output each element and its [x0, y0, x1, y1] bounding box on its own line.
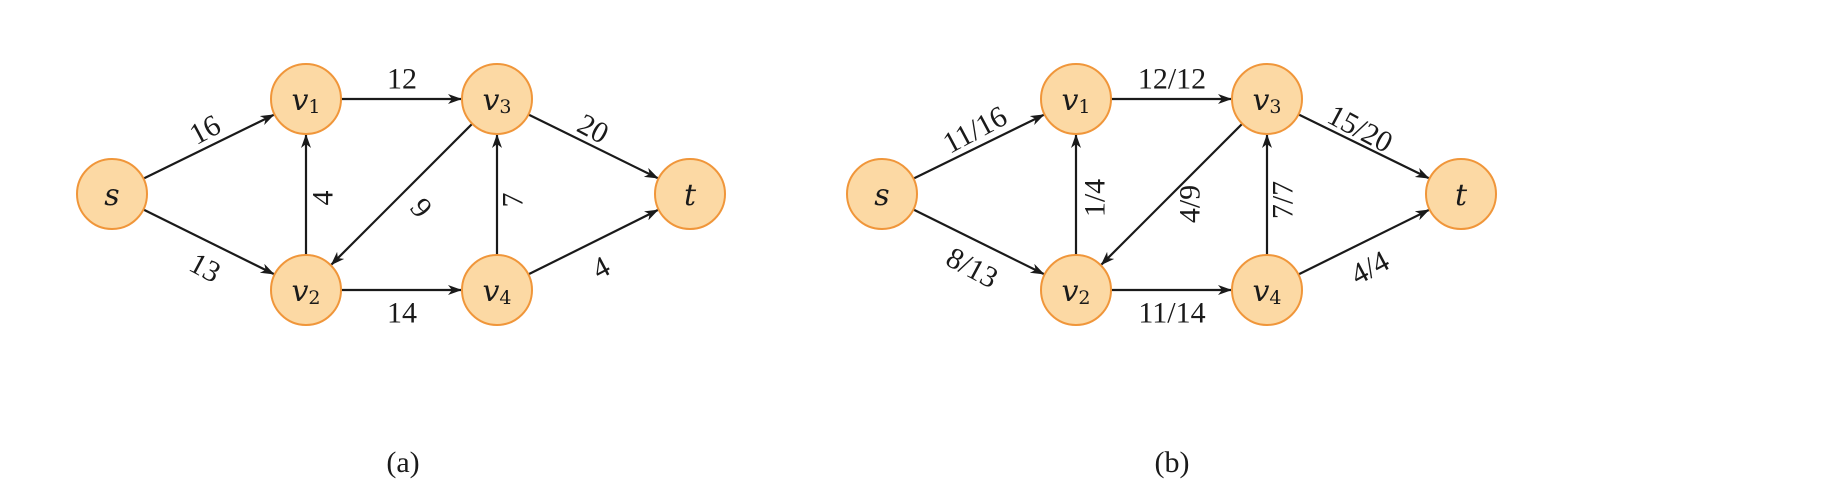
node-v2: v2 — [270, 254, 342, 326]
edge-label-v4-v3: 7/7 — [1267, 181, 1300, 219]
node-label-main: t — [684, 178, 697, 213]
node-v4: v4 — [1231, 254, 1303, 326]
node-label-main: v — [291, 83, 308, 118]
node-circle — [846, 158, 918, 230]
node-s: s — [846, 158, 918, 230]
edge-v4-t — [1297, 208, 1430, 276]
node-label: t — [1455, 178, 1468, 213]
node-label-main: v — [1252, 83, 1269, 118]
edge-label-v3-t: 15/20 — [1322, 98, 1398, 159]
subfigure-caption: (b) — [1155, 446, 1190, 479]
node-label: v2 — [1061, 274, 1090, 310]
node-label-subscript: 4 — [1269, 287, 1281, 309]
node-v1: v1 — [1040, 63, 1112, 135]
edge-s-v1 — [912, 113, 1045, 180]
edge-v4-t — [527, 209, 659, 276]
edge-v3-v2 — [1100, 122, 1244, 266]
edge-v3-v2 — [330, 122, 474, 266]
edge-s-v1 — [142, 113, 275, 180]
node-label-main: t — [1455, 178, 1468, 213]
subfigure-caption: (a) — [386, 446, 419, 479]
node-label-main: v — [1252, 274, 1269, 309]
node-label-main: v — [291, 274, 308, 309]
node-label-main: v — [482, 83, 499, 118]
edge-v3-t — [527, 113, 659, 180]
node-label-subscript: 1 — [1078, 96, 1090, 118]
node-v3: v3 — [461, 63, 533, 135]
node-circle — [270, 254, 342, 326]
node-label: s — [874, 178, 889, 213]
node-label: t — [684, 178, 697, 213]
node-label-main: v — [482, 274, 499, 309]
node-circle — [1231, 63, 1303, 135]
edge-label-v3-v2: 4/9 — [1174, 185, 1207, 223]
node-v4: v4 — [461, 254, 533, 326]
node-circle — [1040, 63, 1112, 135]
edge-label-v1-v3: 12 — [387, 63, 417, 96]
node-circle — [76, 158, 148, 230]
node-t: t — [1425, 158, 1497, 230]
node-label: s — [104, 178, 119, 213]
node-label-subscript: 4 — [499, 287, 511, 309]
edge-v3-t — [1297, 113, 1430, 180]
edge-label-v2-v1: 1/4 — [1079, 179, 1112, 217]
edge-label-v3-t: 20 — [572, 107, 614, 150]
edge-label-v2-v4: 11/14 — [1138, 297, 1205, 330]
node-circle — [461, 63, 533, 135]
node-label-subscript: 2 — [308, 287, 320, 309]
node-label-main: s — [104, 178, 119, 213]
edge-label-v2-v4: 14 — [387, 297, 417, 330]
node-label: v3 — [482, 83, 511, 119]
node-label: v3 — [1252, 83, 1281, 119]
edge-label-v4-v3: 7 — [497, 193, 530, 208]
node-v3: v3 — [1231, 63, 1303, 135]
edge-label-v3-v2: 9 — [403, 192, 438, 224]
edge-s-v2 — [912, 208, 1045, 276]
node-circle — [1040, 254, 1112, 326]
edge-label-s-v2: 13 — [184, 246, 226, 289]
node-label-main: s — [874, 178, 889, 213]
edge-label-v1-v3: 12/12 — [1138, 63, 1206, 96]
node-circle — [1231, 254, 1303, 326]
node-v1: v1 — [270, 63, 342, 135]
node-t: t — [654, 158, 726, 230]
edge-label-v4-t: 4/4 — [1345, 244, 1394, 291]
edge-s-v2 — [142, 208, 275, 276]
node-label-main: v — [1061, 83, 1078, 118]
node-label-subscript: 2 — [1078, 287, 1090, 309]
node-circle — [654, 158, 726, 230]
edge-label-s-v1: 16 — [184, 108, 226, 151]
node-label: v4 — [1252, 274, 1281, 310]
node-label-subscript: 3 — [499, 96, 511, 118]
node-label: v1 — [291, 83, 320, 119]
node-label: v2 — [291, 274, 320, 310]
node-label-subscript: 3 — [1269, 96, 1281, 118]
node-label-main: v — [1061, 274, 1078, 309]
node-circle — [270, 63, 342, 135]
node-circle — [1425, 158, 1497, 230]
node-v2: v2 — [1040, 254, 1112, 326]
edge-label-v2-v1: 4 — [307, 191, 340, 206]
node-s: s — [76, 158, 148, 230]
node-label-subscript: 1 — [308, 96, 320, 118]
edge-label-v4-t: 4 — [587, 250, 616, 286]
node-circle — [461, 254, 533, 326]
edge-label-s-v1: 11/16 — [938, 100, 1013, 161]
node-label: v4 — [482, 274, 511, 310]
node-label: v1 — [1061, 83, 1090, 119]
